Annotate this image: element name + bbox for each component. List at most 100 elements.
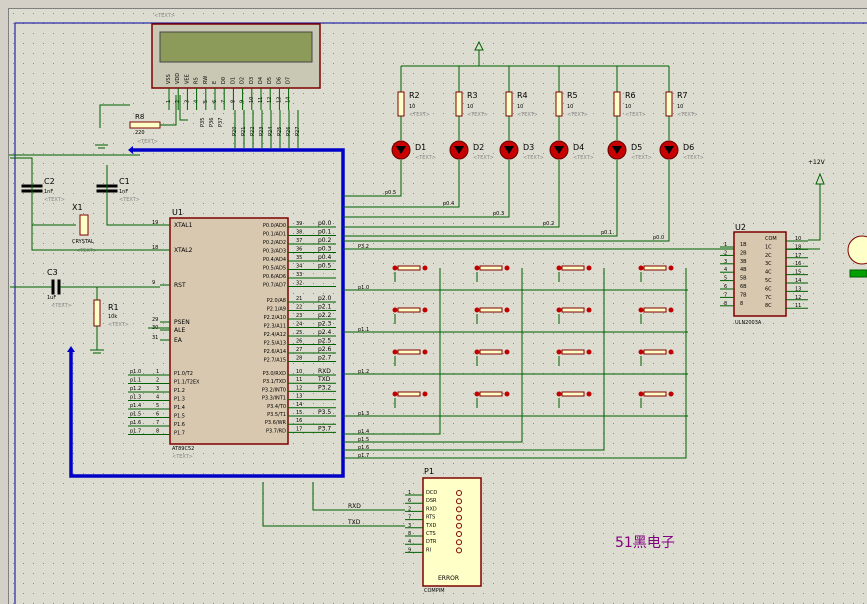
u1-p3-pin-name: P3.2/INT0 xyxy=(262,387,286,393)
u2-pin-name: 1C xyxy=(765,244,772,250)
data-bus xyxy=(69,148,345,478)
u1-p3-net-label: P3.5 xyxy=(318,409,331,416)
keypad-contact xyxy=(638,307,644,313)
keypad-contact xyxy=(638,391,644,397)
lcd-pin-name: D5 xyxy=(267,77,273,84)
r8-name: R8 xyxy=(135,113,144,121)
u1-p3-pin-name: P3.1/TXD xyxy=(263,379,286,385)
p0-bus-wire xyxy=(343,160,402,197)
p1-pin-number: 1 xyxy=(408,490,411,496)
r1-name: R1 xyxy=(108,303,119,312)
keypad-button xyxy=(643,391,667,397)
xtal-wire xyxy=(106,165,160,226)
keypad-contact xyxy=(474,391,480,397)
u1-p1-pin-name: P1.3 xyxy=(174,397,185,403)
u2-pin-number: 5 xyxy=(724,276,727,282)
u1-pin-number: 27 xyxy=(296,347,302,353)
u1-pin-number: 4 xyxy=(156,395,159,401)
keypad-button xyxy=(397,307,421,313)
vertical-scrollbar[interactable] xyxy=(0,8,9,604)
u2-pin-name: 7C xyxy=(765,295,772,301)
r8-left-wire xyxy=(99,104,130,128)
motor-indicator xyxy=(849,269,867,278)
c3-text: <TEXT> xyxy=(51,303,72,309)
txd-wire xyxy=(262,482,405,527)
led-resistor-value: 10 xyxy=(625,104,631,110)
u2-pin-number: 14 xyxy=(795,278,801,284)
keypad-col-label: p1.6 xyxy=(358,445,369,451)
keypad-contact xyxy=(392,391,398,397)
keypad-contact xyxy=(556,307,562,313)
u1-p2-pin-name: P2.2/A10 xyxy=(264,315,286,321)
u2-pin-number: 2 xyxy=(724,250,727,256)
supply-wire xyxy=(808,184,821,241)
bus-arrow xyxy=(128,146,133,154)
u1-pin-number: 7 xyxy=(156,420,159,426)
rxd-wire xyxy=(312,482,405,511)
p1-pin-name: DTR xyxy=(426,539,437,545)
keypad-button xyxy=(397,265,421,271)
led-resistor-name: R7 xyxy=(677,91,688,100)
keypad-button xyxy=(561,307,585,313)
p1-pin-number: 2 xyxy=(408,506,411,512)
u1-pin-number: 28 xyxy=(296,356,302,362)
u1-pin-number: 2 xyxy=(156,378,159,384)
u1-text: <TEXT> xyxy=(172,454,193,460)
p1-contact xyxy=(456,531,462,537)
u1-p3-pin-name: P3.7/RD xyxy=(266,428,286,434)
u2-pin-name: 1B xyxy=(740,242,747,248)
keypad-button xyxy=(561,391,585,397)
keypad-contact xyxy=(422,307,428,313)
c3-name: C3 xyxy=(47,268,58,277)
p1-contact xyxy=(456,506,462,513)
u1-name: U1 xyxy=(172,208,183,217)
p0-bus-wire xyxy=(343,160,510,218)
u1-pin-number: 11 xyxy=(296,377,302,383)
x1-text: <TEXT> xyxy=(76,248,97,254)
keypad-button xyxy=(397,349,421,355)
u2-name: U2 xyxy=(735,223,746,232)
u2-pin-number: 15 xyxy=(795,270,801,276)
u1-p2-pin-name: P2.3/A11 xyxy=(264,324,286,330)
u2-pin-number: 7 xyxy=(724,292,727,298)
keypad-button xyxy=(643,307,667,313)
p0-bus-wire xyxy=(343,160,560,228)
serial-p1 xyxy=(422,477,482,587)
u1-p2-net-label: p2.1 xyxy=(318,304,332,311)
u1-p1-net-label: p1.6 xyxy=(130,420,141,426)
mcu-u1 xyxy=(169,217,289,445)
p1-pin-number: 6 xyxy=(408,498,411,504)
keypad-col-label: p1.4 xyxy=(358,429,369,435)
lcd-ctrl-net-label: P36 xyxy=(209,118,215,127)
p1-pin-number: 8 xyxy=(408,531,411,537)
u2-pin-name: 6C xyxy=(765,286,772,292)
x1-name: X1 xyxy=(72,203,83,212)
lcd-pin-name: RW xyxy=(203,76,209,84)
u1-p2-pin-name: P2.1/A9 xyxy=(267,307,286,313)
r8-right-wire xyxy=(160,95,177,126)
p1-pin-number: 7 xyxy=(408,515,411,521)
keypad-contact xyxy=(504,265,510,271)
u2-pin-name: 6B xyxy=(740,284,747,290)
led-resistor-text: <TEXT> xyxy=(677,112,698,118)
lcd-vee-wire xyxy=(179,95,188,121)
lcd-pin-name: VEE xyxy=(184,74,190,84)
p0-bus-wire xyxy=(343,160,618,237)
u2-pin-name: 3C xyxy=(765,261,772,267)
keypad-row-label: p1.3 xyxy=(358,411,369,417)
u1-p3-net-label: TXD xyxy=(317,376,331,383)
keypad-contact xyxy=(392,307,398,313)
led-resistor xyxy=(555,91,563,117)
p0-bus-wire xyxy=(343,160,670,242)
u1-p3-pin-name: P3.5/T1 xyxy=(267,412,286,418)
keypad-contact xyxy=(638,349,644,355)
u1-p3-net-label: RXD xyxy=(318,368,331,375)
schematic-canvas[interactable]: <TEXT>VSS1VDD2VEE3RS4RW5E6D07D18D29D310D… xyxy=(9,9,867,604)
u1-p0-net-label: p0.5 xyxy=(318,263,332,270)
u1-p2-net-label: p2.2 xyxy=(318,312,332,319)
u1-p1-pin-name: P1.2 xyxy=(174,388,185,394)
supply-label: +12V xyxy=(808,159,826,166)
u2-pin-name: 4B xyxy=(740,267,747,273)
keypad-col-label: p1.5 xyxy=(358,437,369,443)
led-symbol xyxy=(664,146,674,154)
